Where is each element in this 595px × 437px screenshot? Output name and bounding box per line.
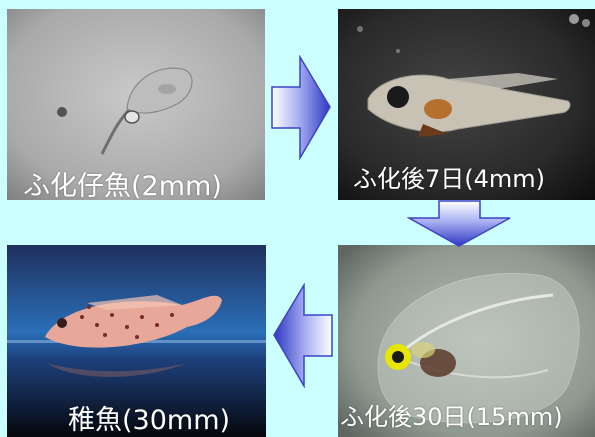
stage-caption-day30: ふ化後30日(15mm) (340, 397, 563, 432)
photo-panel-hatchling: ふ化仔魚(2mm) (7, 9, 265, 200)
photo-panel-day30: ふ化後30日(15mm) (338, 245, 595, 437)
arrow-right-icon (270, 55, 332, 160)
arrow-down-icon (407, 200, 512, 248)
stage-caption-juvenile: 稚魚(30mm) (68, 398, 230, 437)
photo-panel-juvenile: 稚魚(30mm) (7, 245, 266, 437)
arrow-left-icon (272, 283, 334, 388)
photo-panel-day7: ふ化後7日(4mm) (338, 9, 595, 200)
stage-caption-hatchling: ふ化仔魚(2mm) (23, 164, 222, 200)
stage-caption-day7: ふ化後7日(4mm) (353, 159, 545, 194)
